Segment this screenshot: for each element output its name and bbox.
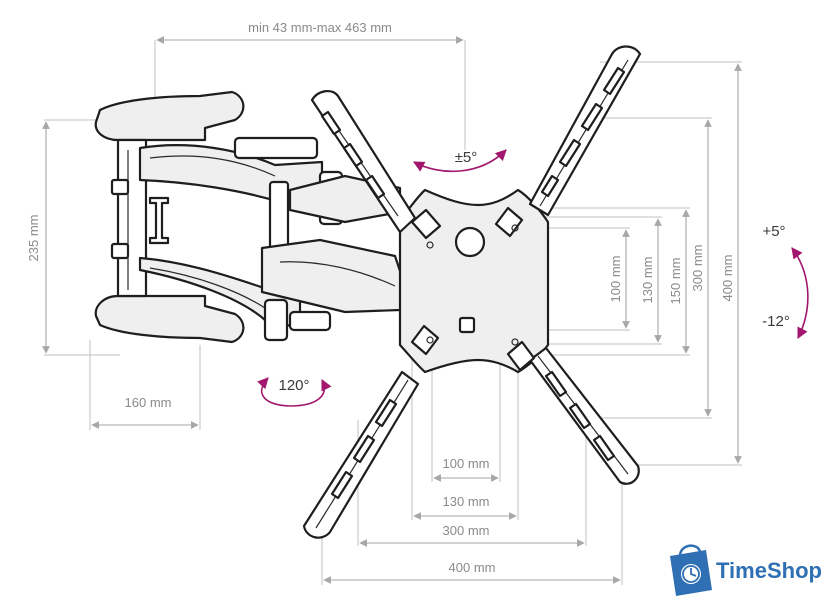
swivel-tv-arrow <box>413 149 507 173</box>
vesa-h-100-label: 100 mm <box>443 456 490 471</box>
tilt-arrow <box>791 247 809 340</box>
wall-plate-width-label: 160 mm <box>125 395 172 410</box>
swivel-tv-label: ±5° <box>455 149 478 166</box>
extension-lines <box>44 40 742 585</box>
wall-plate-height-label: 235 mm <box>26 215 41 262</box>
brand-logo: TimeShop <box>670 544 822 596</box>
vesa-h-130-label: 130 mm <box>443 494 490 509</box>
vesa-v-100-label: 100 mm <box>608 256 623 303</box>
tilt-down-label: -12° <box>762 313 790 330</box>
vesa-h-300-label: 300 mm <box>443 523 490 538</box>
arm-upper <box>138 136 402 254</box>
vesa-v-130-label: 130 mm <box>640 257 655 304</box>
swivel-arm-arrow <box>257 377 332 407</box>
vesa-v-300-label: 300 mm <box>690 245 705 292</box>
vesa-v-150-label: 150 mm <box>668 258 683 305</box>
wall-plate <box>94 90 245 344</box>
brand-name: TimeShop <box>716 558 822 583</box>
tilt-up-label: +5° <box>762 223 785 240</box>
arm-extension-label: min 43 mm-max 463 mm <box>248 20 392 35</box>
rotation-arrows <box>257 149 809 407</box>
swivel-arm-label: 120° <box>278 377 309 394</box>
vesa-h-400-label: 400 mm <box>449 560 496 575</box>
vesa-v-400-label: 400 mm <box>720 255 735 302</box>
shopping-bag-clock-icon <box>670 544 712 596</box>
dimension-arrows <box>42 36 742 584</box>
vesa-bracket <box>302 45 642 539</box>
